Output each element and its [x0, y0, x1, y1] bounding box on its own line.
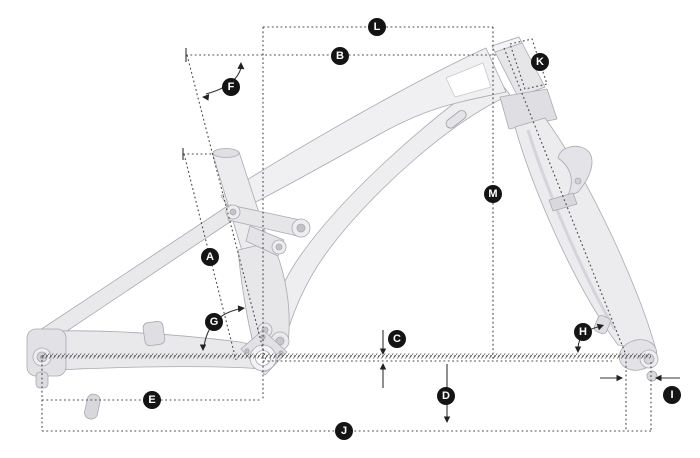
dimension-marker-E: E	[143, 391, 161, 409]
arrowhead-I-left	[655, 374, 662, 382]
dimension-marker-L: L	[368, 18, 386, 36]
dimension-marker-D: D	[437, 387, 455, 405]
dimension-marker-C: C	[388, 330, 406, 348]
pivot-seatstay-bolt	[229, 208, 237, 216]
bike-frame-illustration	[26, 36, 659, 420]
pivot-aux-2-bolt	[275, 336, 285, 346]
bb-bolt-1	[244, 348, 250, 354]
chain-tensioner	[142, 320, 166, 347]
arrowhead-F-down-left	[202, 94, 210, 101]
head-tube-top-cap	[491, 36, 523, 53]
fork-clamp-ring	[548, 192, 578, 212]
dimension-marker-B: B	[331, 47, 349, 65]
brake-mount-tab	[593, 315, 611, 335]
arrowhead-C-down	[379, 348, 387, 355]
pivot-rocker-bolt	[296, 223, 306, 233]
top-tube-cutout	[445, 62, 492, 98]
dimension-arrowheads	[199, 62, 662, 423]
dimension-marker-H: H	[574, 323, 592, 341]
arrowhead-C-up	[379, 363, 387, 370]
dimension-marker-G: G	[205, 313, 223, 331]
arrowhead-I-right	[616, 374, 623, 382]
mud-flap	[84, 393, 101, 420]
dimension-marker-I: I	[663, 386, 681, 404]
seat-tube-collar	[212, 148, 240, 158]
dimension-marker-F: F	[222, 78, 240, 96]
arrowhead-G-down	[199, 344, 207, 351]
bb-bolt-2	[260, 334, 266, 340]
fork-arch-bolt	[574, 177, 582, 185]
dimension-marker-A: A	[201, 248, 219, 266]
top-tube	[220, 47, 507, 215]
dimension-marker-K: K	[531, 53, 549, 71]
dimension-marker-J: J	[335, 422, 353, 440]
arrowhead-G-up-right	[237, 305, 245, 313]
arrowhead-D-down	[443, 416, 451, 423]
arrowhead-F-up	[237, 62, 245, 70]
rebound-knob	[646, 370, 658, 382]
pivot-lower-bolt	[275, 243, 283, 251]
arrowhead-H-up	[596, 323, 604, 331]
cable-port	[445, 110, 467, 129]
fork-leg-highlight	[526, 129, 617, 331]
dimension-marker-M: M	[484, 185, 502, 203]
fork-arch	[557, 145, 593, 198]
arrowhead-H-down	[574, 346, 582, 353]
